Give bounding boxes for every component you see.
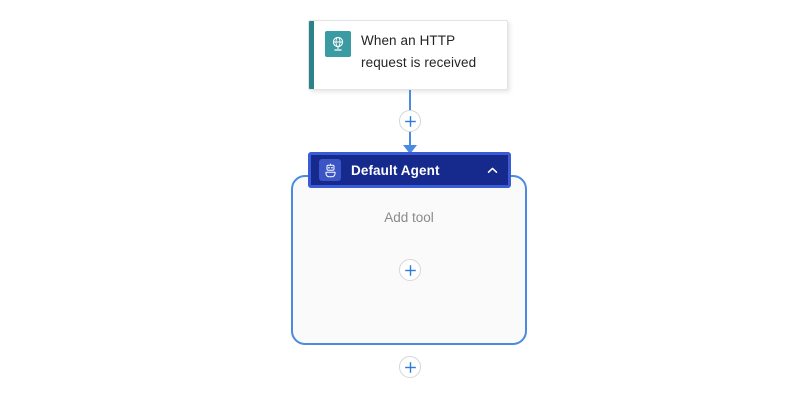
trigger-title: When an HTTP request is received [361,33,477,70]
plus-icon [404,361,416,373]
chevron-up-icon[interactable] [486,164,499,177]
agent-header-default-agent[interactable]: Default Agent [308,152,511,188]
trigger-accent-bar [309,21,314,89]
http-request-globe-icon [325,31,351,57]
robot-agent-icon [319,159,341,181]
connector-arrowhead [403,145,417,154]
plus-icon [404,264,416,276]
add-tool-button[interactable] [399,259,421,281]
plus-icon [404,115,416,127]
add-step-button-bottom[interactable] [399,356,421,378]
agent-title: Default Agent [351,162,440,178]
trigger-card-http-request[interactable]: When an HTTP request is received [308,20,508,90]
add-tool-label: Add tool [384,210,434,225]
add-step-button-connector[interactable] [399,110,421,132]
